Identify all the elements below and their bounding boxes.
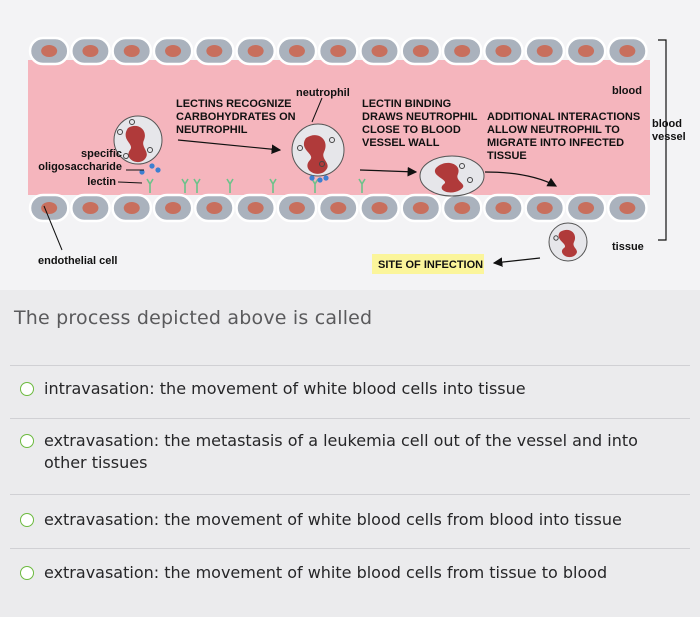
step2-caption: DRAWS NEUTROPHIL — [362, 111, 478, 123]
divider — [10, 548, 690, 549]
step1-caption: NEUTROPHIL — [176, 124, 248, 136]
step1-caption: CARBOHYDRATES ON — [176, 111, 296, 123]
blood-vessel-label: blood — [652, 118, 682, 130]
cell-nucleus — [371, 45, 388, 57]
question-prompt: The process depicted above is called — [14, 307, 373, 329]
specific-oligosaccharide-label: oligosaccharide — [38, 161, 122, 173]
cell-nucleus — [371, 202, 388, 214]
migration-arrow — [484, 171, 558, 187]
answer-option-1[interactable]: intravasation: the movement of white blo… — [20, 378, 670, 400]
specific-oligosaccharide-label: specific — [81, 148, 122, 160]
neutrophil-cell — [419, 155, 485, 197]
endothelial-cell-label: endothelial cell — [38, 255, 117, 267]
cell-nucleus — [412, 45, 429, 57]
lectin-receptors — [146, 178, 366, 193]
step1-caption: LECTINS RECOGNIZE — [176, 98, 292, 110]
endothelial-cell-row-top — [28, 36, 648, 66]
cell-nucleus — [206, 202, 223, 214]
cell-nucleus — [578, 202, 595, 214]
radio-button[interactable] — [20, 513, 34, 527]
lectin-pointer — [117, 181, 143, 184]
answer-option-3[interactable]: extravasation: the movement of white blo… — [20, 509, 670, 531]
step3-caption: ALLOW NEUTROPHIL TO — [487, 124, 620, 136]
migration-arrow — [359, 166, 418, 177]
step3-caption: TISSUE — [487, 150, 527, 162]
vessel-bracket — [658, 39, 667, 241]
cell-nucleus — [619, 202, 636, 214]
divider — [10, 365, 690, 366]
cell-nucleus — [288, 45, 305, 57]
cell-nucleus — [82, 202, 99, 214]
radio-button[interactable] — [20, 382, 34, 396]
cell-nucleus — [619, 45, 636, 57]
cell-nucleus — [495, 45, 512, 57]
answer-option-text: extravasation: the metastasis of a leuke… — [44, 431, 638, 472]
cell-nucleus — [330, 45, 347, 57]
cell-nucleus — [206, 45, 223, 57]
cell-nucleus — [123, 202, 140, 214]
step2-caption: VESSEL WALL — [362, 137, 440, 149]
site-of-infection-label: SITE OF INFECTION — [378, 259, 483, 271]
step2-caption: LECTIN BINDING — [362, 98, 451, 110]
radio-button[interactable] — [20, 566, 34, 580]
cell-nucleus — [536, 202, 553, 214]
endothelial-cell-row-bottom — [28, 193, 648, 223]
cell-nucleus — [454, 45, 471, 57]
tissue-label: tissue — [612, 241, 644, 253]
step3-caption: MIGRATE INTO INFECTED — [487, 137, 624, 149]
blood-vessel-label: vessel — [652, 131, 686, 143]
blood-label: blood — [612, 85, 642, 97]
cell-nucleus — [247, 45, 264, 57]
carbohydrate-markers — [309, 175, 329, 183]
cell-nucleus — [165, 45, 182, 57]
divider — [10, 494, 690, 495]
migration-arrow — [177, 139, 282, 154]
divider — [10, 418, 690, 419]
neutrophil-cell — [548, 222, 588, 262]
site-of-infection-highlight — [372, 254, 484, 274]
radio-button[interactable] — [20, 434, 34, 448]
site-arrow — [492, 257, 541, 267]
answer-option-2[interactable]: extravasation: the metastasis of a leuke… — [20, 430, 670, 474]
extravasation-diagram: neutrophil blood blood vessel LECTINS RE… — [0, 0, 700, 290]
cell-nucleus — [41, 202, 58, 214]
cell-nucleus — [495, 202, 512, 214]
neutrophil-cell — [291, 123, 345, 177]
neutrophil-pointer — [311, 97, 323, 123]
answer-option-4[interactable]: extravasation: the movement of white blo… — [20, 562, 670, 584]
cell-nucleus — [123, 45, 140, 57]
cell-nucleus — [288, 202, 305, 214]
lectin-label: lectin — [87, 176, 116, 188]
cell-nucleus — [247, 202, 264, 214]
neutrophil-cell — [113, 115, 163, 165]
cell-nucleus — [41, 45, 58, 57]
step3-caption: ADDITIONAL INTERACTIONS — [487, 111, 640, 123]
endothelial-pointer — [43, 205, 63, 251]
step2-caption: CLOSE TO BLOOD — [362, 124, 461, 136]
answer-option-text: intravasation: the movement of white blo… — [44, 379, 526, 398]
answer-option-text: extravasation: the movement of white blo… — [44, 563, 608, 582]
cell-nucleus — [578, 45, 595, 57]
cell-nucleus — [412, 202, 429, 214]
answer-option-text: extravasation: the movement of white blo… — [44, 510, 622, 529]
cell-nucleus — [82, 45, 99, 57]
carbohydrate-markers — [139, 163, 161, 175]
cell-nucleus — [165, 202, 182, 214]
cell-nucleus — [330, 202, 347, 214]
cell-nucleus — [536, 45, 553, 57]
cell-nucleus — [454, 202, 471, 214]
neutrophil-label: neutrophil — [296, 87, 350, 99]
